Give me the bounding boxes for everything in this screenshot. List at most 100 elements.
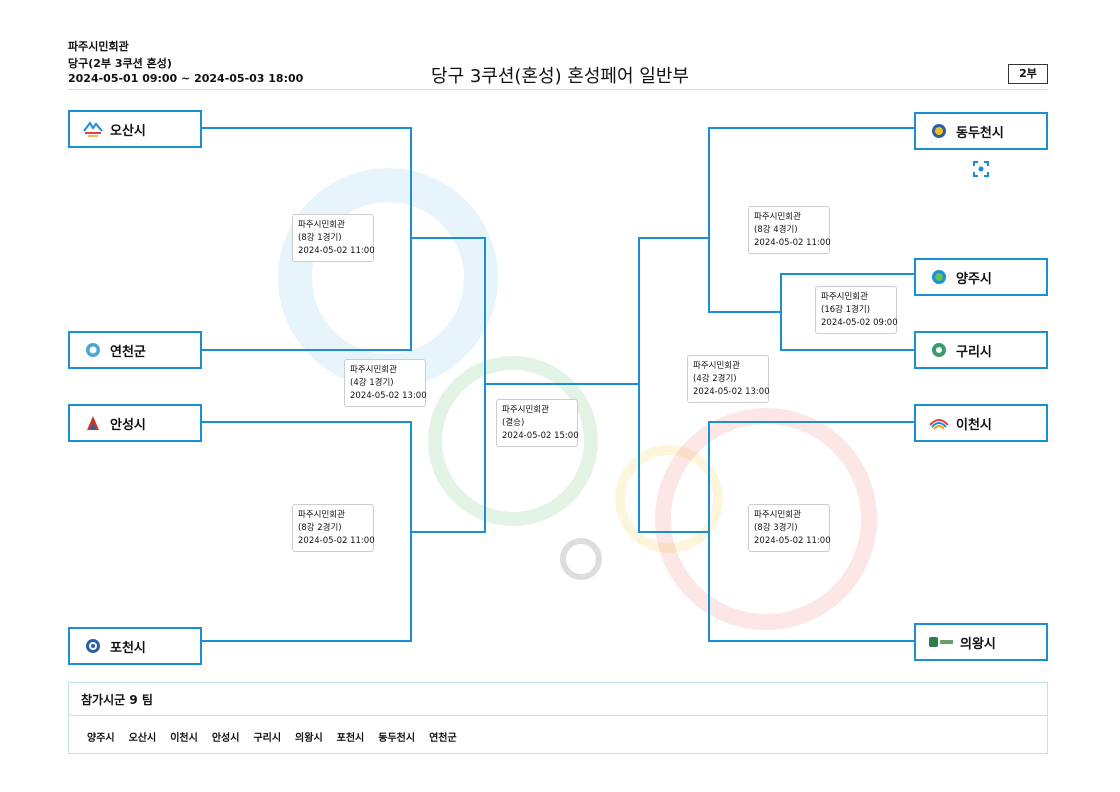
participant-item: 안성시 xyxy=(211,733,240,744)
match-box-sf2[interactable]: 파주시민회관 (4강 2경기) 2024-05-02 13:00 xyxy=(687,355,770,403)
match-venue: 파주시민회관 xyxy=(754,510,801,520)
uiwang-logo-icon xyxy=(928,631,954,653)
match-venue: 파주시민회관 xyxy=(350,365,397,375)
venue-label: 파주시민회관 xyxy=(68,40,129,53)
match-venue: 파주시민회관 xyxy=(693,361,740,371)
match-venue: 파주시민회관 xyxy=(754,212,801,222)
participant-item: 양주시 xyxy=(87,733,115,744)
match-round: (8강 3경기) xyxy=(754,523,798,533)
team-anseong[interactable]: 안성시 xyxy=(68,404,202,442)
match-venue: 파주시민회관 xyxy=(298,510,345,520)
match-round: (4강 2경기) xyxy=(693,374,737,384)
match-time: 2024-05-02 13:00 xyxy=(350,391,427,401)
match-venue: 파주시민회관 xyxy=(821,292,868,302)
bracket-line xyxy=(200,421,412,423)
team-name: 오산시 xyxy=(110,123,146,139)
match-round: (결승) xyxy=(502,418,525,428)
header-divider xyxy=(68,89,1048,90)
team-name: 포천시 xyxy=(110,640,146,656)
match-time: 2024-05-02 11:00 xyxy=(298,536,375,546)
participant-item: 포천시 xyxy=(336,733,365,744)
yeoncheon-logo-icon xyxy=(82,339,104,361)
team-name: 안성시 xyxy=(110,417,146,433)
bracket-line xyxy=(708,127,916,129)
bracket-line xyxy=(708,421,916,423)
watermark-ring-gray xyxy=(560,538,602,580)
participant-item: 동두천시 xyxy=(378,733,416,744)
bracket-line xyxy=(410,127,412,351)
match-round: (8강 1경기) xyxy=(298,233,342,243)
match-time: 2024-05-02 09:00 xyxy=(821,318,898,328)
match-box-r16[interactable]: 파주시민회관 (16강 1경기) 2024-05-02 09:00 xyxy=(815,286,898,334)
match-round: (8강 2경기) xyxy=(298,523,342,533)
bracket-line xyxy=(708,311,782,313)
match-round: (16강 1경기) xyxy=(821,305,871,315)
match-time: 2024-05-02 11:00 xyxy=(754,536,831,546)
team-icheon[interactable]: 이천시 xyxy=(914,404,1048,442)
bracket-line xyxy=(410,237,486,239)
bracket-line xyxy=(638,237,640,533)
match-time: 2024-05-02 13:00 xyxy=(693,387,770,397)
team-name: 동두천시 xyxy=(956,125,1004,141)
division-badge: 2부 xyxy=(1008,64,1048,84)
team-yangju[interactable]: 양주시 xyxy=(914,258,1048,296)
bracket-line xyxy=(708,127,710,313)
bracket-line xyxy=(200,127,412,129)
match-box-qf1[interactable]: 파주시민회관 (8강 1경기) 2024-05-02 11:00 xyxy=(292,214,375,262)
participant-item: 구리시 xyxy=(253,733,282,744)
participant-item: 연천군 xyxy=(429,733,457,744)
team-name: 의왕시 xyxy=(960,636,996,652)
anseong-logo-icon xyxy=(82,412,104,434)
match-box-qf3[interactable]: 파주시민회관 (8강 3경기) 2024-05-02 11:00 xyxy=(748,504,831,552)
team-uiwang[interactable]: 의왕시 xyxy=(914,623,1048,661)
match-box-qf2[interactable]: 파주시민회관 (8강 2경기) 2024-05-02 11:00 xyxy=(292,504,375,552)
period-label: 2024-05-01 09:00 ~ 2024-05-03 18:00 xyxy=(68,72,304,85)
bracket-line xyxy=(410,531,486,533)
yangju-logo-icon xyxy=(928,266,950,288)
bracket-line xyxy=(638,237,710,239)
team-name: 양주시 xyxy=(956,271,992,287)
team-dongducheon[interactable]: 동두천시 xyxy=(914,112,1048,150)
participant-item: 오산시 xyxy=(128,733,157,744)
bracket-line xyxy=(484,383,640,385)
participants-panel: 참가시군 9 팀 양주시 오산시 이천시 안성시 구리시 의왕시 포천시 동두천… xyxy=(68,682,1048,754)
bracket-line xyxy=(638,531,710,533)
team-name: 이천시 xyxy=(956,417,992,433)
page-title: 당구 3쿠션(혼성) 혼성페어 일반부 xyxy=(431,66,689,87)
team-name: 구리시 xyxy=(956,344,992,360)
participant-item: 의왕시 xyxy=(295,733,323,744)
bracket-line xyxy=(780,349,916,351)
watermark-ring-blue xyxy=(278,168,498,388)
dongducheon-logo-icon xyxy=(928,120,950,142)
participants-list: 양주시 오산시 이천시 안성시 구리시 의왕시 포천시 동두천시 연천군 xyxy=(87,729,457,744)
match-time: 2024-05-02 15:00 xyxy=(502,431,579,441)
team-guri[interactable]: 구리시 xyxy=(914,331,1048,369)
match-time: 2024-05-02 11:00 xyxy=(754,238,831,248)
guri-logo-icon xyxy=(928,339,950,361)
match-venue: 파주시민회관 xyxy=(298,220,345,230)
match-round: (4강 1경기) xyxy=(350,378,394,388)
pocheon-logo-icon xyxy=(82,635,104,657)
match-venue: 파주시민회관 xyxy=(502,405,549,415)
panel-divider xyxy=(69,715,1047,716)
match-time: 2024-05-02 11:00 xyxy=(298,246,375,256)
bracket-line xyxy=(780,273,916,275)
bracket-line xyxy=(200,349,412,351)
bracket-line xyxy=(200,640,412,642)
team-pocheon[interactable]: 포천시 xyxy=(68,627,202,665)
osan-logo-icon xyxy=(82,118,104,140)
participant-item: 이천시 xyxy=(170,733,198,744)
team-osan[interactable]: 오산시 xyxy=(68,110,202,148)
event-label: 당구(2부 3쿠션 혼성) xyxy=(68,57,172,70)
match-box-final[interactable]: 파주시민회관 (결승) 2024-05-02 15:00 xyxy=(496,399,579,447)
team-name: 연천군 xyxy=(110,344,146,360)
match-round: (8강 4경기) xyxy=(754,225,798,235)
bracket-line xyxy=(708,640,916,642)
match-box-qf4[interactable]: 파주시민회관 (8강 4경기) 2024-05-02 11:00 xyxy=(748,206,831,254)
icheon-logo-icon xyxy=(928,412,950,434)
team-yeoncheon[interactable]: 연천군 xyxy=(68,331,202,369)
match-box-sf1[interactable]: 파주시민회관 (4강 1경기) 2024-05-02 13:00 xyxy=(344,359,427,407)
bracket-line xyxy=(484,237,486,533)
participants-title: 참가시군 9 팀 xyxy=(81,693,153,707)
focus-scan-icon[interactable] xyxy=(972,160,990,178)
